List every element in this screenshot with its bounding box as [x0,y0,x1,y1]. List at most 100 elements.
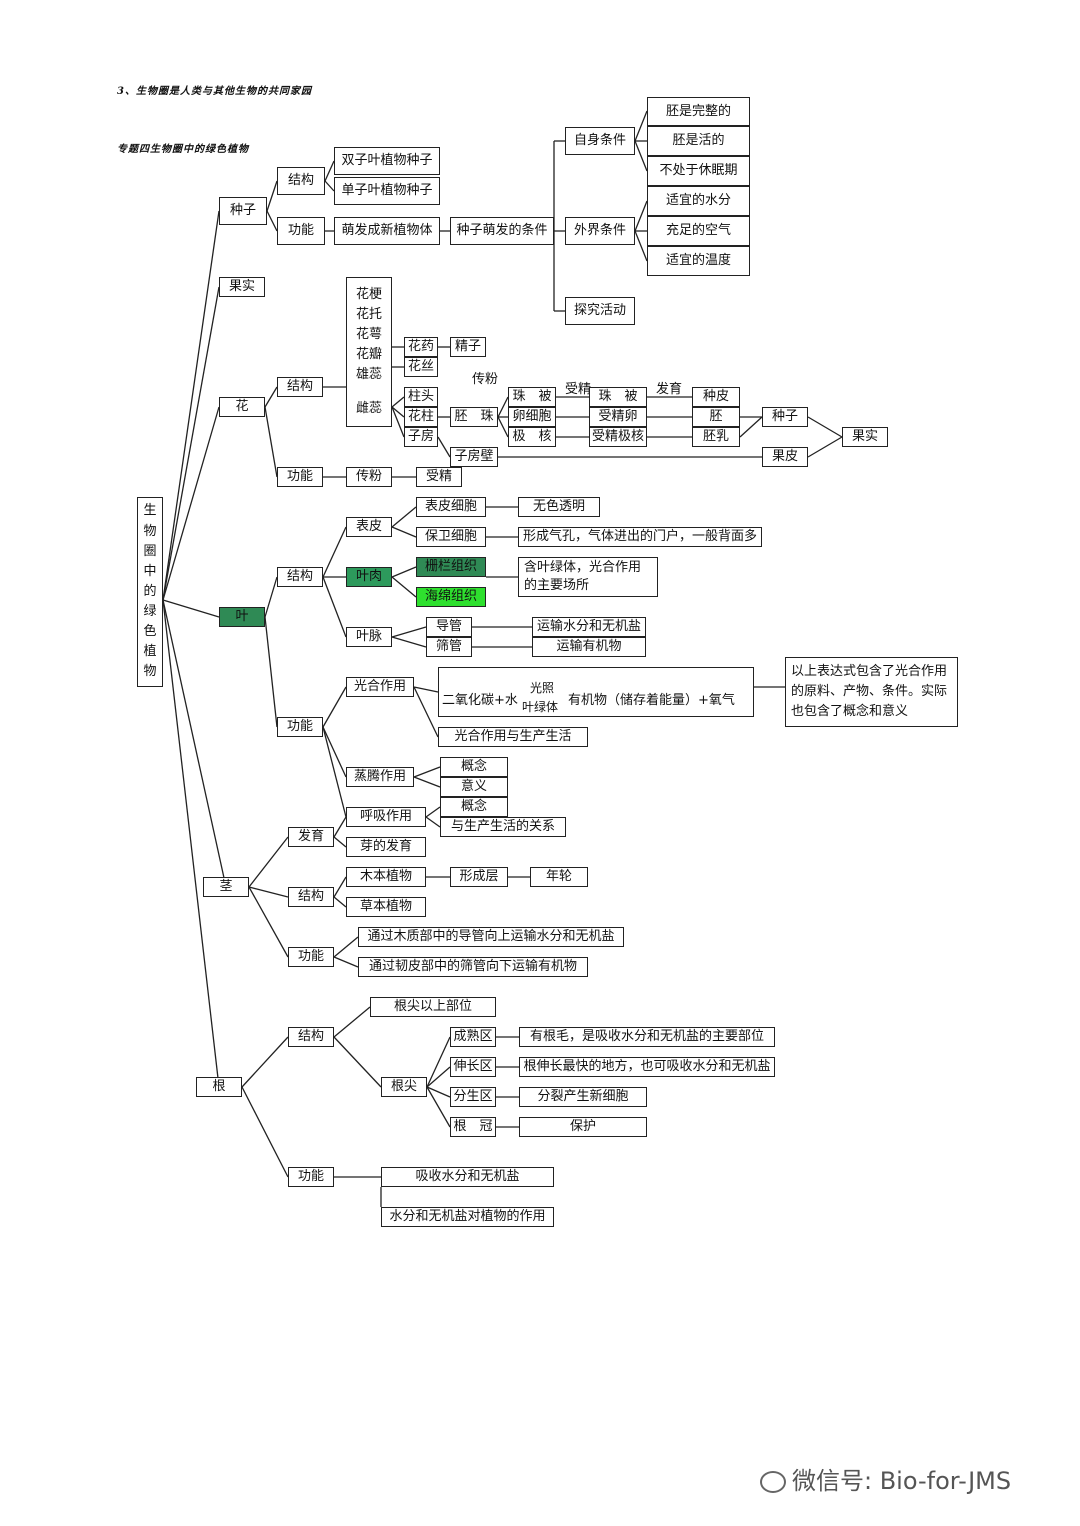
palisade-node: 栅栏组织 [416,557,486,577]
germination-conditions-node: 种子萌发的条件 [450,217,554,245]
self-condition-item: 不处于休眠期 [647,156,750,186]
mesophyll-desc: 含叶绿体，光合作用的主要场所 [518,557,658,597]
external-condition-item: 适宜的温度 [647,246,750,276]
self-condition-item: 胚是活的 [647,126,750,156]
leaf-node: 叶 [219,607,265,627]
cambium-node: 形成层 [450,867,508,887]
equation-site: 叶绿体 [522,700,559,714]
downward-transport-node: 通过韧皮部中的筛管向下运输有机物 [358,957,588,977]
connector-line [391,576,417,598]
upward-transport-node: 通过木质部中的导管向上运输水分和无机盐 [358,927,624,947]
connector-line [264,616,278,728]
connector-line [241,1036,289,1088]
connector-line [333,876,347,898]
development-label: 发育 [656,382,683,397]
fertilization-node: 受精 [416,467,462,487]
root-zone-node: 伸长区 [450,1057,496,1077]
connector-line [391,526,417,538]
connector-line [162,210,220,601]
connector-line [264,386,278,408]
connector-line [425,806,441,818]
seed-node: 种子 [219,197,267,225]
fertilized-part-node: 珠 被 [589,387,647,407]
connector-line [248,836,289,888]
seed-result-node: 种子 [762,407,808,427]
connector-line [264,576,278,618]
sperm-node: 精子 [450,337,486,357]
spongy-node: 海绵组织 [416,587,486,607]
connector-line [426,1036,451,1088]
root-structure-node: 结构 [288,1027,334,1047]
connector-line [322,726,347,818]
ovary-wall-node: 子房壁 [450,447,498,467]
flower-structure-node: 结构 [277,377,323,397]
connector-line [437,436,451,458]
section-heading: 3、生物圈是人类与其他生物的共同家园 [117,86,312,97]
flower-function-node: 功能 [277,467,323,487]
connector-line [248,886,289,898]
connector-line [634,140,648,172]
fertilized-part-node: 受精卵 [589,407,647,427]
connector-line [162,599,220,1088]
connector-line [162,599,220,618]
connector-line [426,1086,451,1098]
connector-line [266,210,278,232]
ovary-node: 子房 [404,427,438,447]
connector-line [324,180,335,192]
seed-part-node: 胚乳 [692,427,740,447]
sieve-desc: 运输有机物 [532,637,646,657]
fruit-result-node: 果实 [842,427,888,447]
equation-reactants: 二氧化碳+水 [442,693,518,708]
connector-line [333,816,347,838]
connector-line [391,636,427,648]
connector-line [634,230,648,262]
flower-part: 雄蕊 [355,367,382,383]
ovule-part-node: 珠 被 [508,387,556,407]
bud-development-node: 芽的发育 [346,837,426,857]
connector-line [333,1036,382,1088]
woody-plant-node: 木本植物 [346,867,426,887]
root-zone-node: 根 冠 [450,1117,496,1137]
seed-function-node: 功能 [277,217,325,245]
vessel-node: 导管 [426,617,472,637]
guard-cell-node: 保卫细胞 [416,527,486,547]
connector-line [391,626,427,638]
connector-line [413,686,439,693]
leaf-function-node: 功能 [277,717,323,737]
respiration-concept: 概念 [440,797,508,817]
connector-line [391,406,405,418]
connector-line [333,896,347,908]
photosynthesis-node: 光合作用 [346,677,414,697]
external-condition-item: 充足的空气 [647,216,750,246]
flower-node: 花 [219,397,265,417]
connector-line [497,416,509,438]
root-tip-node: 根尖 [381,1077,427,1097]
connector-line [248,886,289,958]
annual-rings-node: 年轮 [530,867,588,887]
epidermal-cell-node: 表皮细胞 [416,497,486,517]
stem-structure-node: 结构 [288,887,334,907]
respiration-life: 与生产生活的关系 [440,817,566,837]
anther-node: 花药 [404,337,438,357]
root-zone-node: 分生区 [450,1087,496,1107]
seed-structure-node: 结构 [277,167,325,195]
stem-function-node: 功能 [288,947,334,967]
connector-line [162,599,227,888]
effect-node: 水分和无机盐对植物的作用 [381,1207,554,1227]
mesophyll-node: 叶肉 [346,567,392,587]
fruit-node: 果实 [219,277,265,297]
wechat-watermark: 微信号: Bio-for-JMS [760,1461,1011,1496]
epidermis-node: 表皮 [346,517,392,537]
connector-line [333,956,359,968]
equation-condition: 光照 [530,681,555,695]
flower-part: 雌蕊 [355,401,382,417]
vessel-desc: 运输水分和无机盐 [532,617,646,637]
absorb-node: 吸收水分和无机盐 [381,1167,554,1187]
connector-line [413,686,439,738]
wechat-logo-icon [760,1471,786,1493]
filament-node: 花丝 [404,357,438,377]
epidermal-cell-desc: 无色透明 [518,497,600,517]
connector-line [391,506,417,528]
connector-line [333,936,359,958]
connector-line [266,180,278,212]
